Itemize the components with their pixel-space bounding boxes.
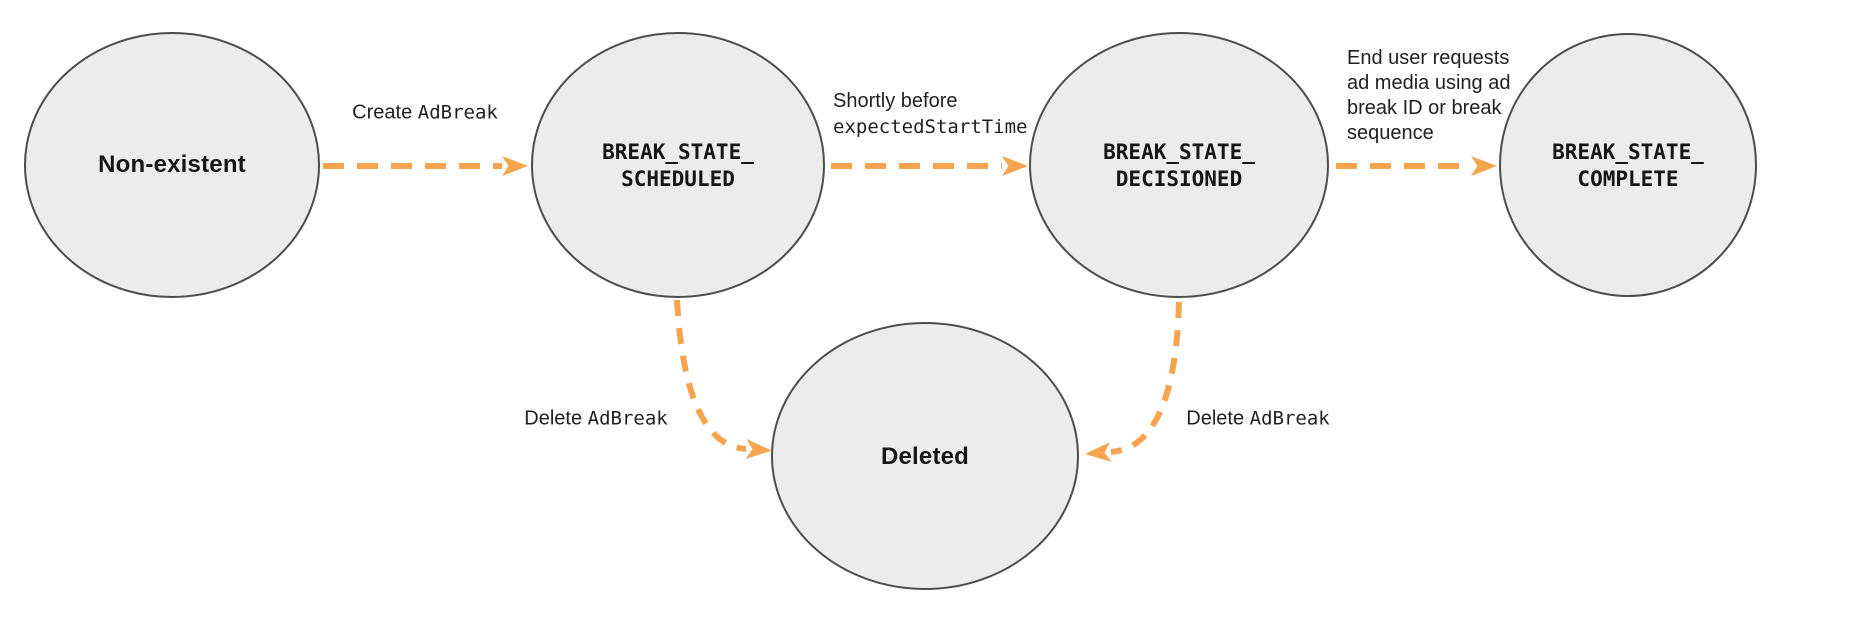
transition-label-text: ad media using ad [1347, 72, 1511, 94]
transition-label-end-user-requests: End user requests ad media using ad brea… [1347, 46, 1510, 146]
state-circle-scheduled [531, 32, 825, 298]
transition-label-code: AdBreak [587, 407, 668, 430]
state-label-complete: BREAK_STATE_ COMPLETE [1552, 139, 1704, 193]
state-label-line: DECISIONED [1115, 167, 1243, 191]
transition-label-text: Delete [1186, 407, 1250, 430]
state-label-deleted: Deleted [880, 443, 970, 470]
transition-label-text: Delete [524, 407, 588, 430]
transition-label-code: AdBreak [1249, 407, 1330, 430]
transition-label-text: sequence [1347, 122, 1434, 144]
arrow-scheduled-to-deleted [674, 299, 772, 459]
transition-label-code: expectedStartTime [833, 116, 1028, 138]
state-circle-non-existent [24, 32, 320, 298]
state-label-non-existent: Non-existent [98, 151, 246, 178]
arrow-decisioned-to-deleted [1085, 301, 1182, 462]
state-circle-complete [1499, 33, 1757, 297]
transition-label-create-adbreak: Create AdBreak [352, 101, 498, 126]
state-circle-decisioned [1029, 32, 1329, 298]
transition-label-text: break ID or break [1347, 97, 1502, 119]
state-label-decisioned: BREAK_STATE_ DECISIONED [1103, 139, 1255, 193]
state-label-scheduled: BREAK_STATE_ SCHEDULED [602, 139, 754, 193]
state-label-line: BREAK_STATE_ [1103, 140, 1255, 164]
transition-label-code: AdBreak [417, 101, 498, 124]
transition-label-delete-adbreak-right: Delete AdBreak [1186, 407, 1329, 432]
state-label-line: COMPLETE [1577, 167, 1679, 191]
transition-label-delete-adbreak-left: Delete AdBreak [524, 407, 667, 432]
transition-label-text: End user requests [1347, 47, 1510, 69]
transition-label-text: Shortly before [833, 90, 958, 112]
state-label-line: SCHEDULED [621, 167, 735, 191]
state-circle-deleted [771, 322, 1079, 590]
state-label-line: BREAK_STATE_ [1552, 140, 1704, 164]
state-label-line: BREAK_STATE_ [602, 140, 754, 164]
transition-label-text: Create [352, 101, 418, 124]
transition-label-shortly-before: Shortly before expectedStartTime [833, 88, 1027, 140]
